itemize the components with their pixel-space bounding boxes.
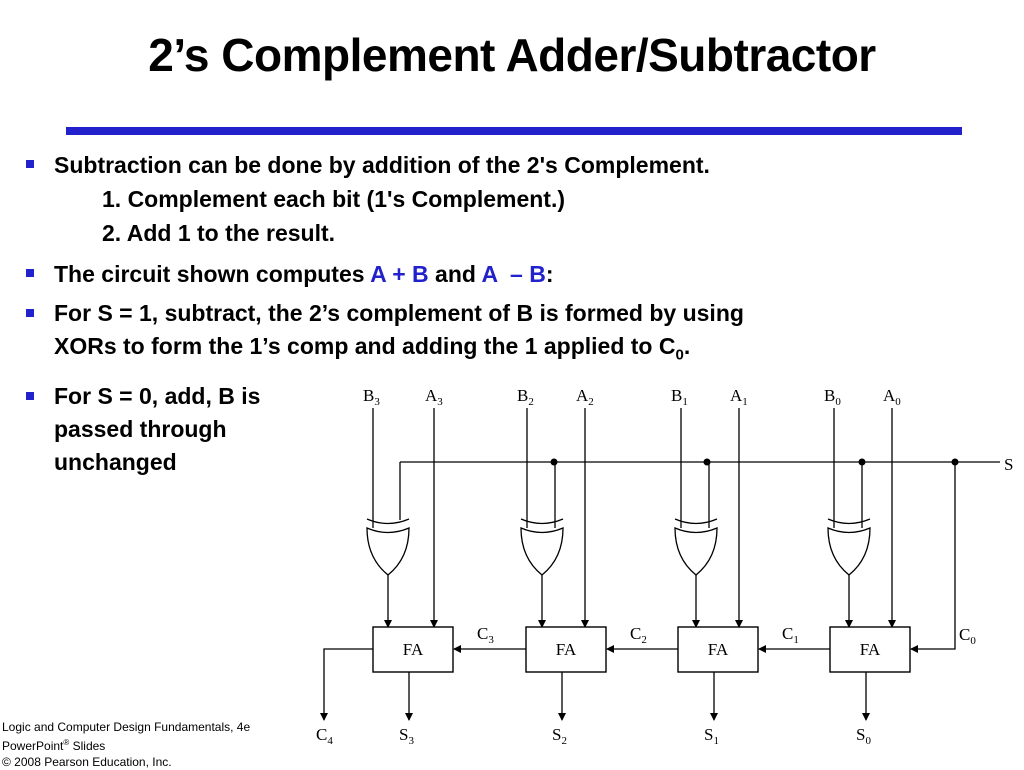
carry-label-c1: C1	[782, 624, 799, 646]
fa-label: FA	[860, 640, 881, 659]
bullet-line: passed through	[54, 415, 227, 442]
carry-label-c3: C3	[477, 624, 494, 646]
step-add-one: 2. Add 1 to the result.	[22, 216, 922, 250]
input-label-a0: A0	[883, 386, 901, 408]
bullet-line: For S = 0, add, B is	[54, 382, 261, 409]
full-adder-box	[829, 626, 911, 673]
footer: Logic and Computer Design Fundamentals, …	[2, 719, 250, 770]
bullet-square-icon	[26, 309, 34, 317]
text: :	[545, 261, 554, 287]
input-label-b2: B2	[517, 386, 534, 408]
sum-label-s3: S3	[399, 725, 414, 747]
text: ®	[63, 738, 70, 747]
title-underline	[66, 127, 962, 135]
step-text: 2. Add 1 to the result.	[102, 220, 336, 246]
xor-back-curve	[520, 518, 564, 525]
sum-label-s1: S1	[704, 725, 719, 747]
xor-gate-icon	[520, 527, 564, 576]
full-adder-box	[525, 626, 607, 673]
footer-line: PowerPoint® Slides	[2, 735, 250, 754]
input-label-a1: A1	[730, 386, 748, 408]
carry-label-c2: C2	[630, 624, 647, 646]
text: Slides	[69, 739, 106, 753]
text: .	[683, 333, 691, 359]
bullet-circuit-computes: The circuit shown computes A + B and A –…	[22, 257, 922, 291]
xor-gate-icon	[366, 527, 410, 576]
bullet-subtract-mode: For S = 1, subtract, the 2’s complement …	[22, 297, 922, 372]
fa-label: FA	[708, 640, 729, 659]
sum-label-s0: S0	[856, 725, 871, 747]
step-complement: 1. Complement each bit (1's Complement.)	[22, 182, 922, 216]
carry-label-c0: C0	[959, 625, 976, 647]
fa-label: FA	[403, 640, 424, 659]
bullet-text: Subtraction can be done by addition of t…	[54, 152, 710, 178]
xor-gate-icon	[674, 527, 718, 576]
bullet-line: XORs to form the 1’s comp and adding the…	[54, 333, 676, 359]
bullet-square-icon	[26, 160, 34, 168]
xor-back-curve	[366, 518, 410, 525]
sum-label-s2: S2	[552, 725, 567, 747]
xor-back-curve	[674, 518, 718, 525]
bullet-line: unchanged	[54, 448, 177, 475]
select-line: S	[399, 455, 1013, 520]
input-label-a2: A2	[576, 386, 594, 408]
expr-add: A + B	[370, 261, 429, 287]
select-label: S	[1004, 455, 1013, 474]
xor-gate-icon	[827, 527, 871, 576]
bullet-add-mode: For S = 0, add, B is passed through unch…	[22, 380, 322, 479]
slide-title: 2’s Complement Adder/Subtractor	[148, 29, 876, 81]
full-adder-box	[677, 626, 759, 673]
xor-back-curve	[827, 518, 871, 525]
step-text: 1. Complement each bit (1's Complement.)	[102, 186, 565, 212]
input-label-b3: B3	[363, 386, 380, 408]
bullet-square-icon	[26, 391, 34, 400]
bullet-list: Subtraction can be done by addition of t…	[22, 148, 922, 479]
expr-sub: A – B	[481, 261, 546, 287]
junction-dot	[550, 458, 558, 466]
footer-line: © 2008 Pearson Education, Inc.	[2, 755, 172, 769]
text: and	[428, 261, 482, 287]
footer-line: Logic and Computer Design Fundamentals, …	[2, 720, 251, 734]
bullet-subtraction: Subtraction can be done by addition of t…	[22, 148, 922, 182]
bullet-line: For S = 1, subtract, the 2’s complement …	[54, 300, 744, 326]
subscript: 0	[675, 346, 684, 364]
carry-label-c4: C4	[316, 725, 333, 747]
input-label-b0: B0	[824, 386, 841, 408]
text: The circuit shown computes	[54, 261, 371, 287]
text: PowerPoint	[2, 739, 64, 753]
fa-label: FA	[556, 640, 577, 659]
c0-wire	[910, 462, 956, 653]
input-label-b1: B1	[671, 386, 688, 408]
c4-wire	[320, 648, 373, 721]
input-label-a3: A3	[425, 386, 443, 408]
bullet-square-icon	[26, 269, 34, 277]
